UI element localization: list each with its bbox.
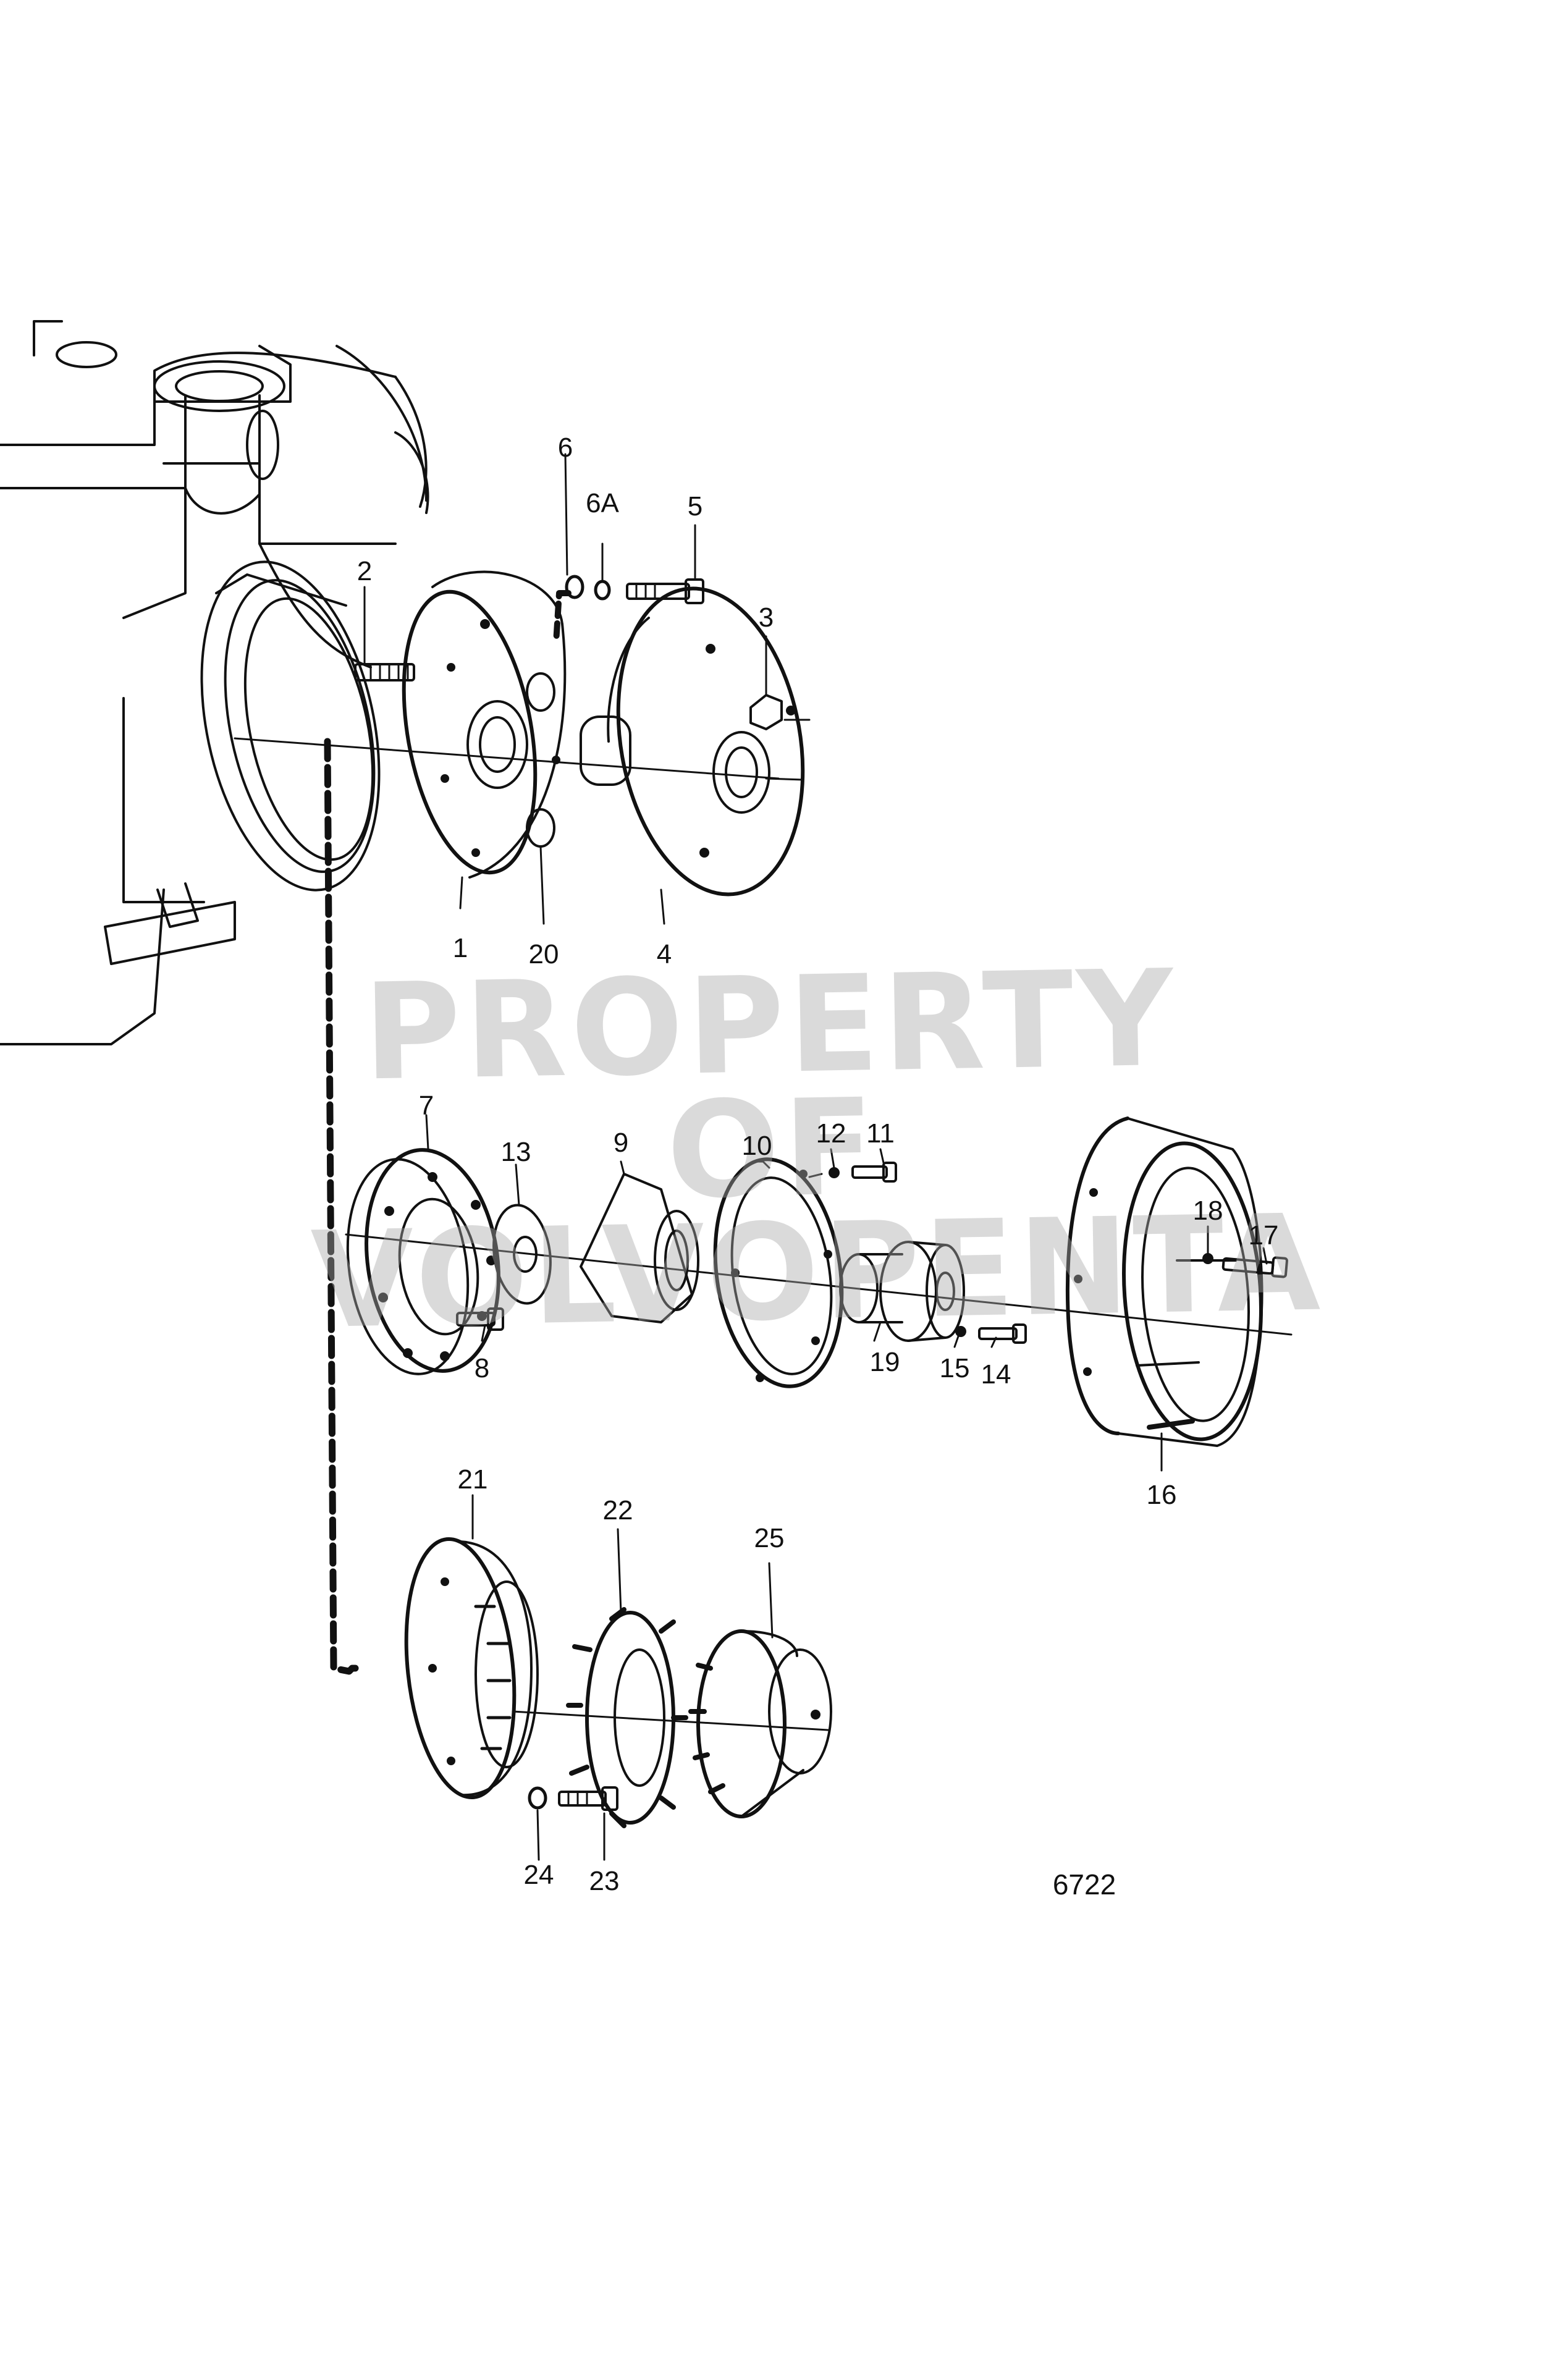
callout-1: 1 xyxy=(452,933,468,963)
part-9-cone xyxy=(580,1173,699,1323)
part-23-bolt xyxy=(558,1786,618,1811)
part-22-spider xyxy=(566,1607,688,1828)
callout-20: 20 xyxy=(528,939,559,969)
callout-10: 10 xyxy=(741,1131,772,1161)
flywheel-housing xyxy=(200,560,381,892)
part-16-bell-housing xyxy=(1065,1116,1263,1447)
callout-13: 13 xyxy=(500,1137,531,1167)
callout-21: 21 xyxy=(457,1464,488,1495)
watermark-line-1: PROPERTY OF xyxy=(362,940,1178,1228)
callout-25: 25 xyxy=(754,1523,785,1553)
callout-7: 7 xyxy=(418,1091,434,1121)
callout-4: 4 xyxy=(656,939,672,969)
callout-16: 16 xyxy=(1146,1480,1177,1510)
part-25-toothed-hub xyxy=(688,1629,832,1818)
part-14-bolt xyxy=(978,1323,1027,1344)
part-5-bolt xyxy=(626,578,704,604)
engine-block xyxy=(0,320,429,1045)
part-3-nut xyxy=(749,694,783,730)
part-11-bolt xyxy=(851,1162,897,1183)
watermark: PROPERTY OF VOLVOPENTA xyxy=(306,940,1325,1358)
callout-24: 24 xyxy=(523,1860,554,1890)
callout-18: 18 xyxy=(1192,1196,1223,1226)
callout-19: 19 xyxy=(869,1347,900,1377)
callout-12: 12 xyxy=(816,1118,846,1149)
part-19-sleeve xyxy=(839,1241,965,1342)
part-1-plate xyxy=(402,570,567,879)
callout-9: 9 xyxy=(613,1128,629,1158)
part-17-bolt xyxy=(1221,1256,1288,1278)
part-4-hub xyxy=(580,586,805,897)
callout-2: 2 xyxy=(356,556,373,586)
part-6-washer xyxy=(565,575,584,599)
part-8-bolt xyxy=(456,1307,504,1331)
callout-22: 22 xyxy=(602,1495,633,1525)
callout-6a: 6A xyxy=(586,488,619,518)
callout-17: 17 xyxy=(1248,1220,1279,1251)
callout-15: 15 xyxy=(939,1353,970,1383)
callout-3: 3 xyxy=(758,602,774,633)
callout-leaders xyxy=(363,453,1268,1861)
leader-dashed-upper xyxy=(553,590,572,646)
part-24-washer xyxy=(528,1786,547,1810)
part-21-coupling-flange xyxy=(404,1537,539,1800)
part-10-ring xyxy=(713,1157,844,1388)
callout-5: 5 xyxy=(687,491,703,521)
watermark-line-2: VOLVOPENTA xyxy=(310,1185,1325,1358)
part-7-flange xyxy=(346,1148,500,1375)
callout-6: 6 xyxy=(557,433,573,463)
callout-23: 23 xyxy=(589,1866,620,1896)
callout-8: 8 xyxy=(474,1353,490,1383)
callout-14: 14 xyxy=(981,1359,1011,1390)
part-6a-washer xyxy=(594,580,611,601)
leader-dashed-long xyxy=(324,738,359,1675)
part-2-stud xyxy=(354,663,415,682)
callout-11: 11 xyxy=(866,1118,895,1149)
drawing-number: 6722 xyxy=(1052,1868,1116,1901)
part-15-washer xyxy=(955,1326,966,1337)
part-13-disc xyxy=(492,1204,552,1305)
